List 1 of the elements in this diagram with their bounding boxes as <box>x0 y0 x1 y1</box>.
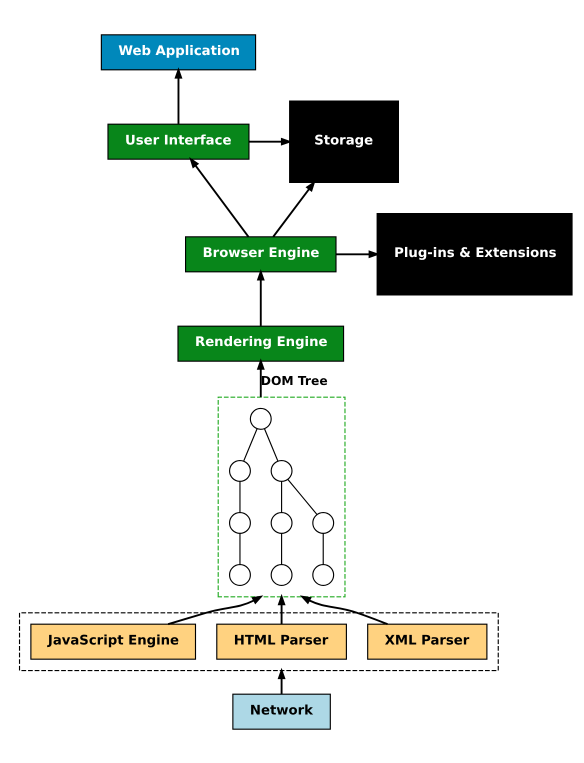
edge-label: DOM Tree <box>260 374 328 388</box>
